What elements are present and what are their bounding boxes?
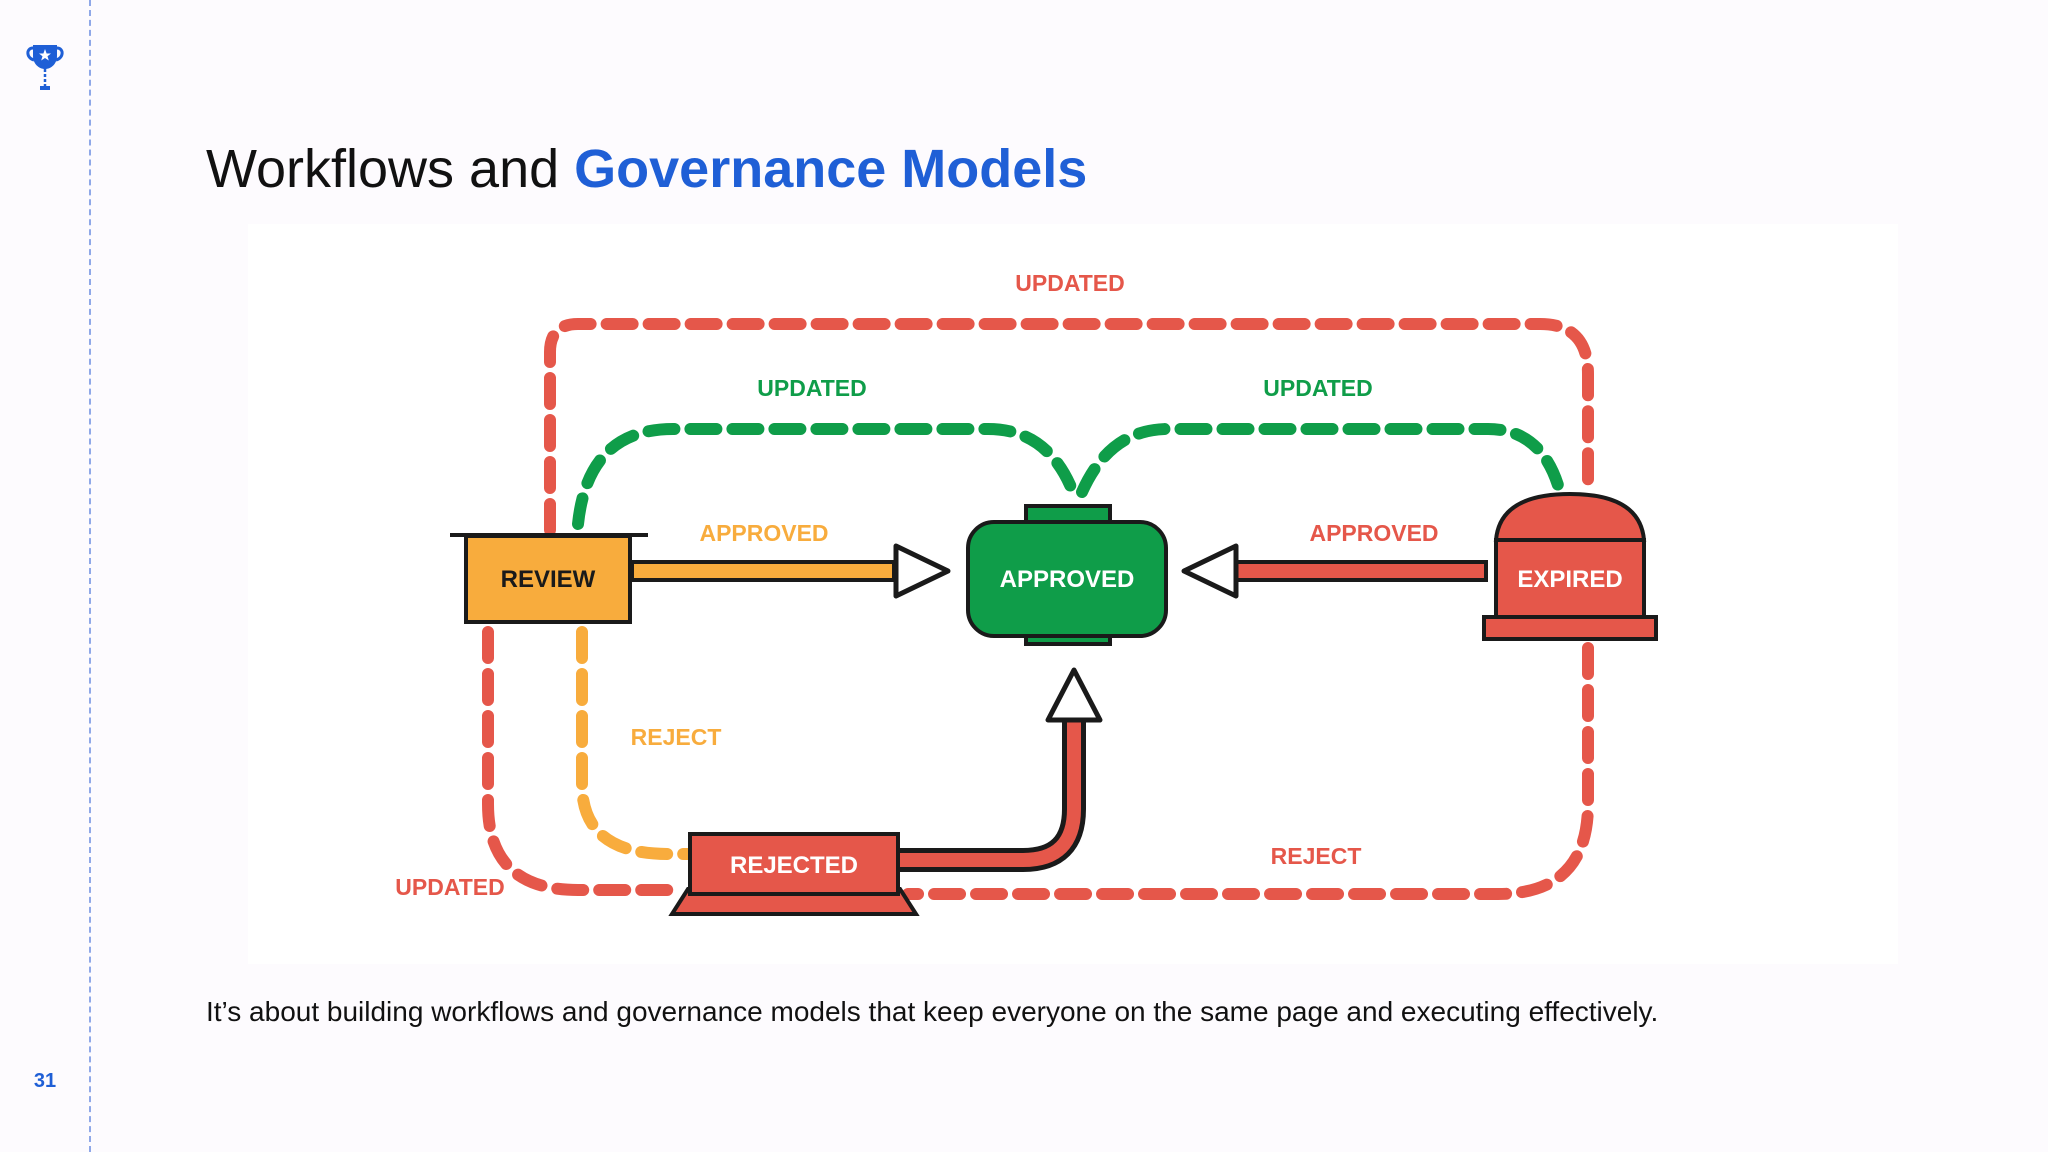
expired-node-dome [1493,491,1647,542]
caption-text: It’s about building workflows and govern… [206,996,1659,1027]
red-arrow-shaft [1234,560,1488,582]
edge-label-reject-right: REJECT [1271,843,1362,869]
expired-node-base [1482,615,1658,641]
orange-arrow-head [893,543,951,599]
red-arrow-head [1181,543,1239,599]
page-title: Workflows and Governance Models [206,138,1087,200]
approved-node [966,520,1168,638]
sidebar-divider [89,0,91,1152]
green-dashed-arc-left [572,423,1079,530]
edge-label-updated-green-left: UPDATED [757,375,866,401]
red-pipe-fill [898,716,1081,867]
orange-dashed-reject-path [576,626,694,860]
rejected-node-label: REJECTED [730,852,858,879]
red-pipe [898,716,1086,872]
workflow-diagram: REVIEW APPROVED EXPIRED REJECTED UPDATED… [248,224,1898,964]
edge-label-updated-bottom: UPDATED [395,874,504,900]
green-dashed-arc-right [1076,423,1566,498]
expired-node [1494,538,1646,628]
edge-label-updated-green-right: UPDATED [1263,375,1372,401]
review-node [464,534,632,624]
page-number: 31 [33,1070,57,1092]
orange-arrow-shaft [630,560,896,582]
sidebar: 31 [0,0,91,1152]
title-accent: Governance Models [574,139,1088,199]
title-plain: Workflows and [206,139,575,199]
red-dashed-loop-bottom-left [482,626,674,896]
workflow-diagram-svg: REVIEW APPROVED EXPIRED REJECTED UPDATED… [395,270,1658,916]
edge-label-approved-right: APPROVED [1309,520,1438,546]
red-dashed-loop-bottom-right [902,642,1594,900]
red-dashed-loop-top [544,318,1594,536]
expired-node-label: EXPIRED [1517,566,1622,593]
review-node-label: REVIEW [501,566,596,593]
rejected-node [688,832,900,896]
edge-label-updated-top: UPDATED [1015,270,1124,296]
approved-node-label: APPROVED [1000,566,1135,593]
edge-label-reject-left: REJECT [631,724,722,750]
trophy-icon [26,45,64,90]
edge-label-approved-left: APPROVED [699,520,828,546]
white-arrow-head-up [1045,667,1103,723]
